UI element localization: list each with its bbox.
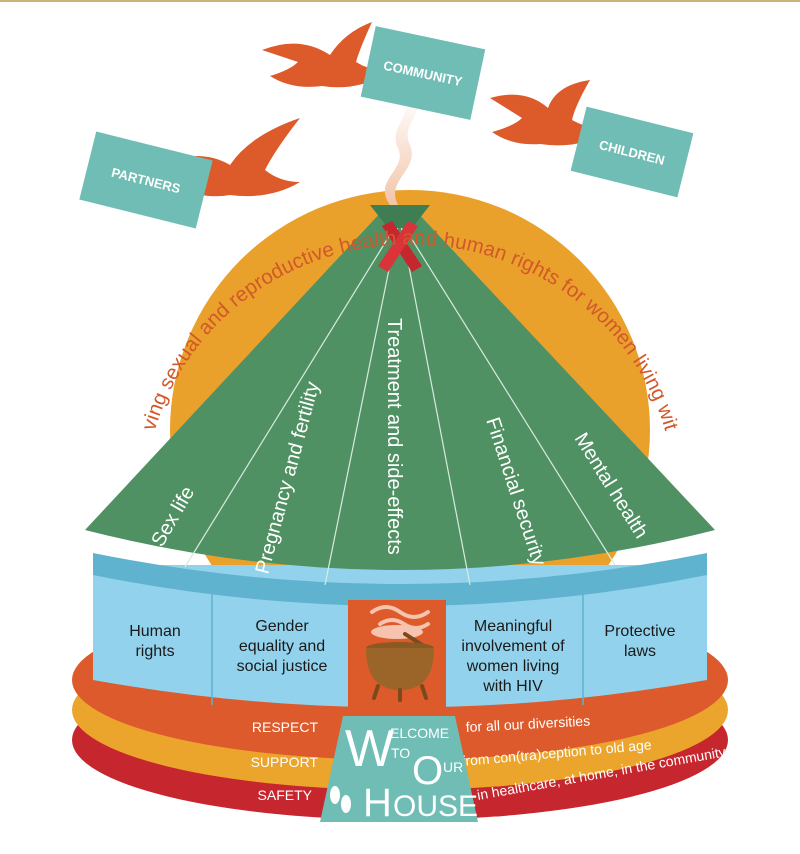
welcome-sign-text: W ELCOME TO O UR H OUSE xyxy=(345,720,478,825)
steam-icon xyxy=(370,605,430,630)
top-border-line xyxy=(0,0,800,2)
svg-text:H: H xyxy=(363,781,392,825)
sign-community xyxy=(360,26,486,120)
dove-children: CHILDREN xyxy=(490,80,694,198)
welcome-sign xyxy=(320,716,478,822)
svg-text:W: W xyxy=(345,720,394,778)
band-safety-left: SAFETY xyxy=(258,787,313,803)
svg-text:Meaningful: Meaningful xyxy=(474,618,552,635)
svg-text:UR: UR xyxy=(443,759,463,775)
svg-text:O: O xyxy=(412,749,443,793)
band-respect-right: for all our diversities xyxy=(465,713,590,735)
smoke-plume xyxy=(384,95,418,205)
dove-community: COMMUNITY xyxy=(262,22,486,120)
svg-text:Human: Human xyxy=(129,623,181,640)
svg-text:women living: women living xyxy=(466,658,559,675)
svg-text:involvement of: involvement of xyxy=(461,638,565,655)
cooking-pot-icon xyxy=(366,632,434,702)
svg-text:rights: rights xyxy=(135,643,174,660)
wall-label-gender: Gender equality and social justice xyxy=(237,618,328,675)
svg-text:equality and: equality and xyxy=(239,638,325,655)
red-ribbon-icon xyxy=(378,221,422,272)
svg-text:Protective: Protective xyxy=(604,623,675,640)
sign-partners xyxy=(79,131,213,229)
wall-label-human-rights: Human rights xyxy=(129,623,181,660)
house-wall-top xyxy=(93,553,707,606)
dove-partners: PARTNERS xyxy=(79,118,300,229)
svg-text:laws: laws xyxy=(624,643,656,660)
wall-label-meaningful: Meaningful involvement of women living w… xyxy=(461,618,565,695)
dove-icon xyxy=(262,22,392,88)
svg-text:TO: TO xyxy=(391,745,410,761)
roof-cap xyxy=(370,205,430,228)
roof-section-lines xyxy=(184,224,616,586)
roof-cone xyxy=(85,210,715,570)
band-support-left: SUPPORT xyxy=(251,754,319,770)
steam-cloud xyxy=(371,625,423,639)
svg-text:with HIV: with HIV xyxy=(482,678,543,695)
svg-text:ELCOME: ELCOME xyxy=(390,725,449,741)
band-respect-left: RESPECT xyxy=(252,719,319,735)
footprints-icon xyxy=(330,786,351,813)
svg-text:Gender: Gender xyxy=(255,618,309,635)
wall-label-protective: Protective laws xyxy=(604,623,675,660)
sign-children xyxy=(570,106,694,198)
svg-text:social justice: social justice xyxy=(237,658,328,675)
svg-text:OUSE: OUSE xyxy=(393,790,478,823)
roof-label-treatment: Treatment and side-effects xyxy=(383,318,405,555)
